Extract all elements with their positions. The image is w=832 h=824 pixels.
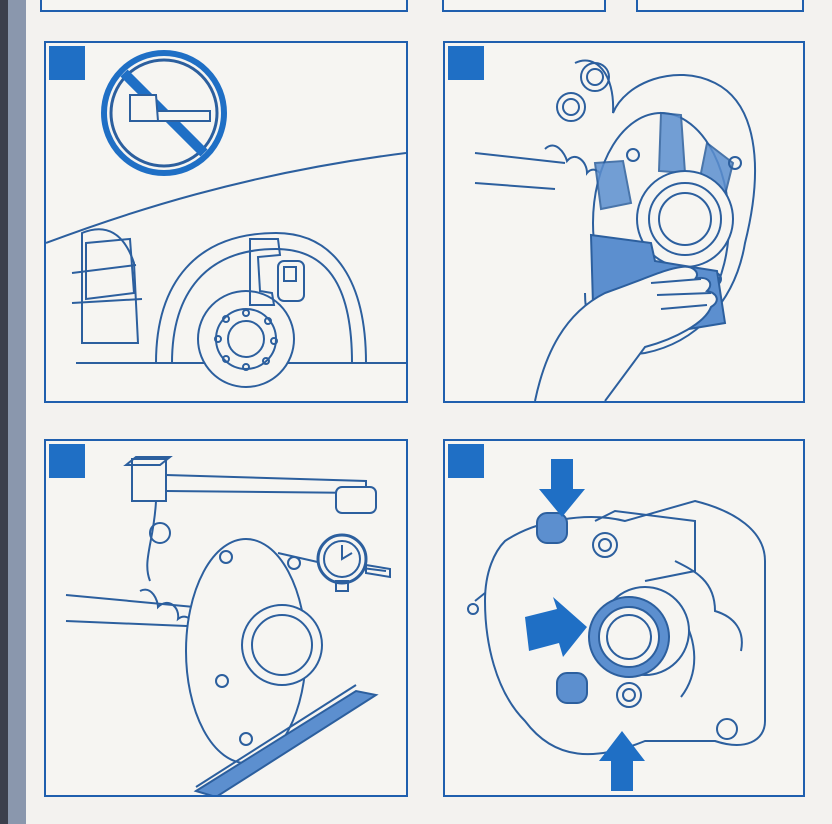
no-hammer-sign-icon <box>46 50 406 388</box>
previous-panel-bottom-right <box>636 0 804 12</box>
previous-panel-bottom-left <box>40 0 408 12</box>
step-panel-8 <box>443 439 805 797</box>
step-panel-7 <box>44 439 408 797</box>
step-number-badge <box>448 46 484 80</box>
brake-caliper-icon <box>467 459 766 791</box>
step-number-badge <box>49 46 85 80</box>
step-panel-5 <box>44 41 408 403</box>
dial-gauge-icon <box>65 456 391 795</box>
hand-cleaning-hub-icon <box>474 59 756 401</box>
step-panel-6 <box>443 41 805 403</box>
binding-shadow <box>0 0 8 824</box>
step-number-badge <box>49 444 85 478</box>
previous-panel-bottom-middle <box>442 0 606 12</box>
step-number-badge <box>448 444 484 478</box>
